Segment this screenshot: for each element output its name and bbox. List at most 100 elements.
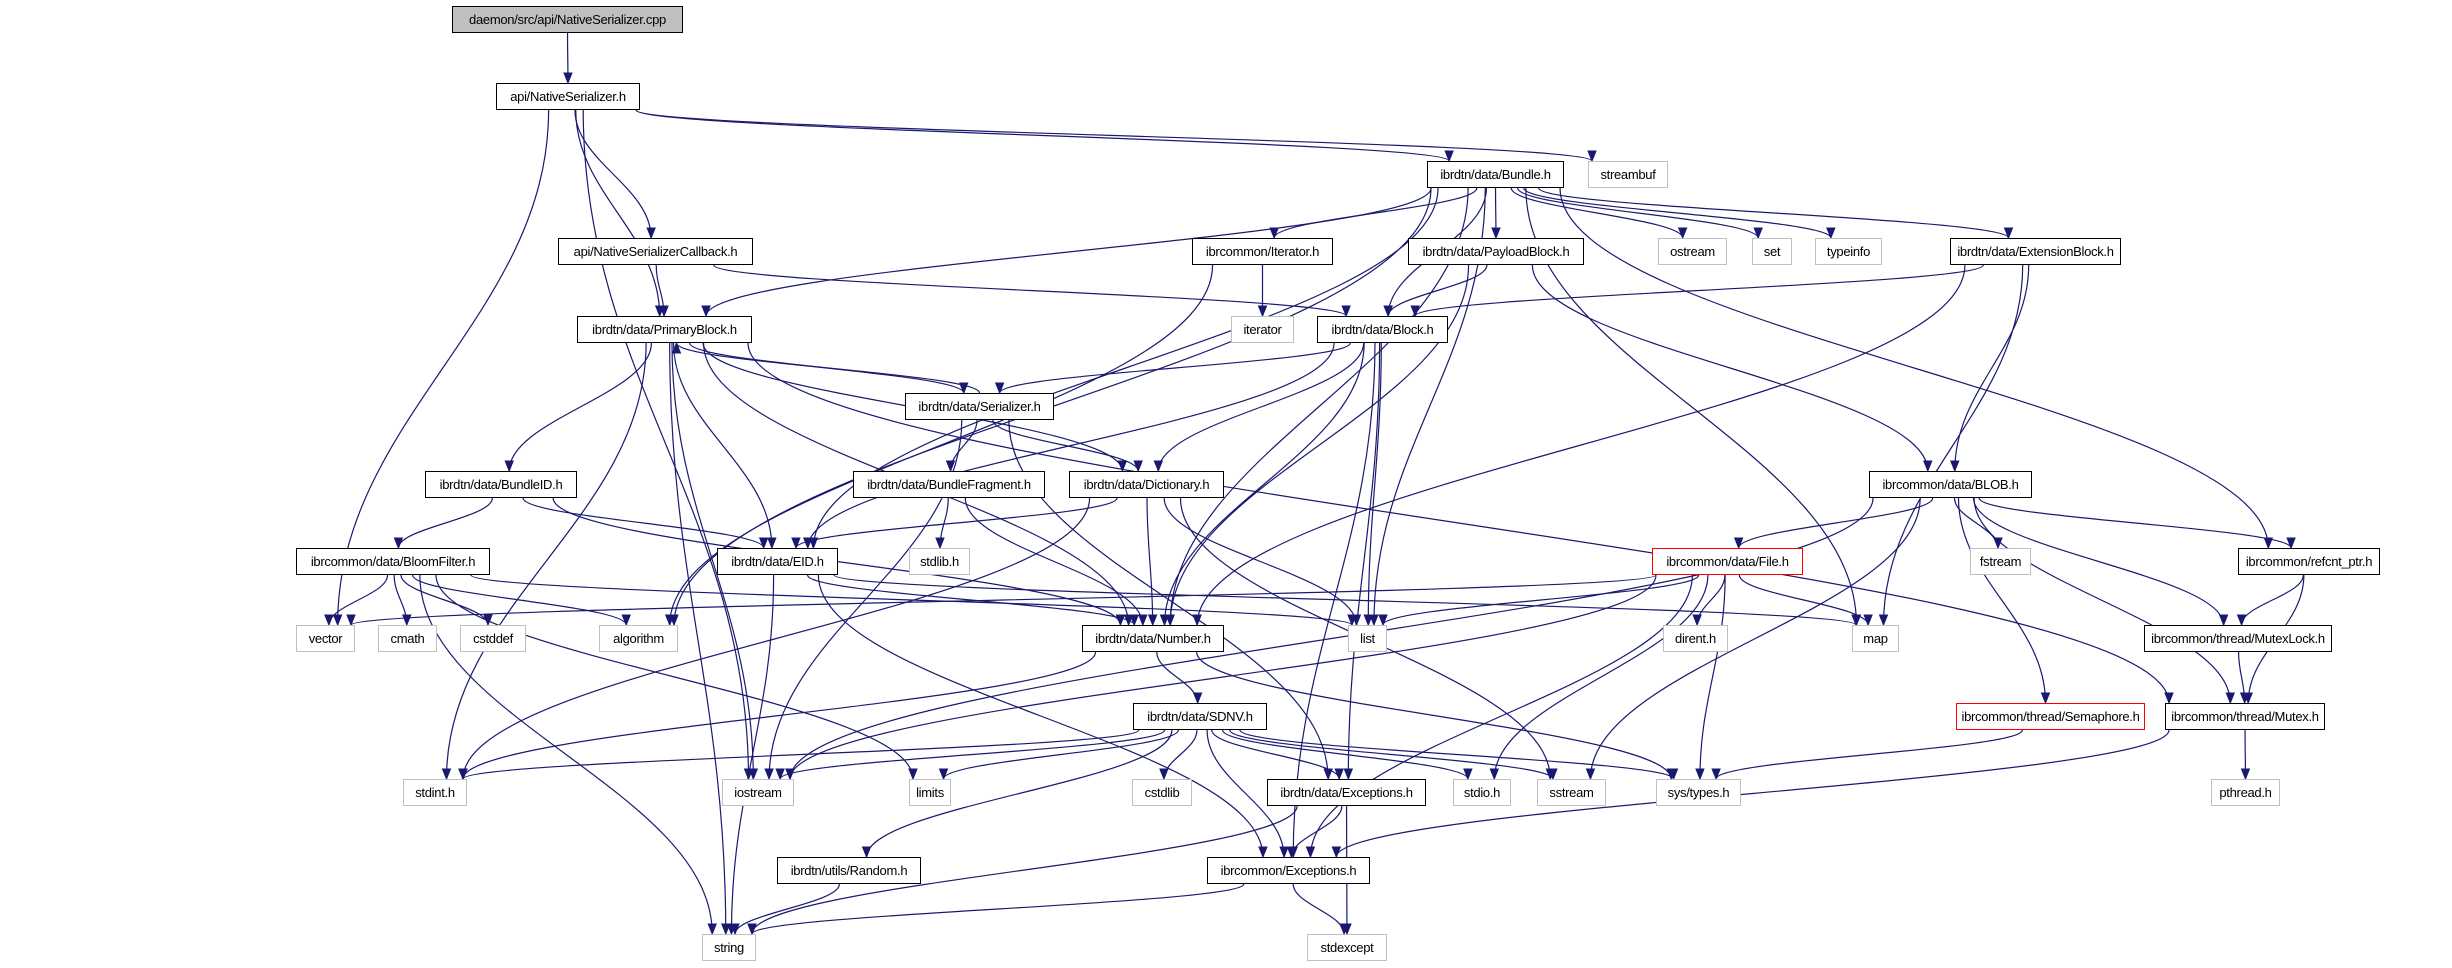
arrowhead-icon bbox=[945, 460, 956, 473]
edge-file-to-stdio bbox=[1493, 574, 1709, 780]
edge-blob-to-file bbox=[1738, 497, 1934, 549]
edge-extblock-to-block bbox=[1414, 264, 1984, 317]
edge-bundle-to-set bbox=[1517, 187, 1759, 239]
edge-blob-to-mutex bbox=[1973, 497, 2231, 704]
edge-primary-to-bundleid bbox=[508, 342, 653, 472]
node-sdnv[interactable]: ibrdtn/data/SDNV.h bbox=[1133, 703, 1267, 730]
edge-dexc-to-string bbox=[751, 805, 1298, 935]
edge-primary-to-eid bbox=[672, 342, 773, 549]
node-label: ibrdtn/data/Serializer.h bbox=[918, 399, 1041, 414]
node-label: api/NativeSerializerCallback.h bbox=[573, 244, 738, 259]
arrowhead-icon bbox=[1258, 846, 1268, 859]
node-primary[interactable]: ibrdtn/data/PrimaryBlock.h bbox=[577, 316, 752, 343]
node-eid[interactable]: ibrdtn/data/EID.h bbox=[717, 548, 838, 575]
node-nscb[interactable]: api/NativeSerializerCallback.h bbox=[558, 238, 753, 265]
edge-file-to-systypes bbox=[1699, 574, 1726, 780]
node-label: iterator bbox=[1243, 322, 1282, 337]
node-label: ibrdtn/data/BundleFragment.h bbox=[867, 477, 1031, 492]
edge-sdnv-to-stdio bbox=[1221, 729, 1469, 780]
arrowhead-icon bbox=[1491, 227, 1501, 240]
edge-semaphore-to-systypes bbox=[1715, 729, 2023, 780]
edge-block-to-eid bbox=[807, 342, 1335, 549]
node-label: cstdlib bbox=[1144, 785, 1180, 800]
node-label: set bbox=[1763, 244, 1781, 259]
node-bloom[interactable]: ibrcommon/data/BloomFilter.h bbox=[296, 548, 490, 575]
node-refcnt[interactable]: ibrcommon/refcnt_ptr.h bbox=[2238, 548, 2380, 575]
node-dexc[interactable]: ibrdtn/data/Exceptions.h bbox=[1267, 779, 1426, 806]
arrowhead-icon bbox=[504, 460, 514, 473]
edge-blob-to-mutexlock bbox=[1972, 497, 2225, 626]
node-iteratorh[interactable]: ibrcommon/Iterator.h bbox=[1192, 238, 1333, 265]
arrowhead-icon bbox=[767, 537, 777, 550]
arrowhead-icon bbox=[659, 305, 669, 318]
node-root[interactable]: daemon/src/api/NativeSerializer.cpp bbox=[452, 6, 683, 33]
edge-blob-to-semaphore bbox=[1957, 497, 2047, 704]
arrowhead-icon bbox=[2236, 614, 2247, 627]
node-stdlib: stdlib.h bbox=[909, 548, 970, 575]
node-cstddef: cstddef bbox=[460, 625, 526, 652]
arrowhead-icon bbox=[1257, 305, 1268, 318]
node-label: stdint.h bbox=[415, 785, 455, 800]
node-label: api/NativeSerializer.h bbox=[510, 89, 626, 104]
arrowhead-icon bbox=[747, 923, 757, 936]
edge-file-to-iostream bbox=[789, 574, 1657, 780]
node-bundle[interactable]: ibrdtn/data/Bundle.h bbox=[1427, 161, 1564, 188]
node-label: ibrcommon/data/BLOB.h bbox=[1882, 477, 2019, 492]
arrowhead-icon bbox=[730, 923, 740, 936]
edge-extblock-to-blob bbox=[1954, 264, 2030, 472]
node-random[interactable]: ibrdtn/utils/Random.h bbox=[777, 857, 921, 884]
edge-number-to-systypes bbox=[1196, 651, 1672, 780]
node-number[interactable]: ibrdtn/data/Number.h bbox=[1082, 625, 1224, 652]
node-cstdlib: cstdlib bbox=[1132, 779, 1192, 806]
node-label: ibrdtn/data/Block.h bbox=[1331, 322, 1434, 337]
node-label: fstream bbox=[1979, 554, 2022, 569]
edge-nscb-to-block bbox=[713, 264, 1347, 317]
node-label: ibrdtn/data/SDNV.h bbox=[1147, 709, 1253, 724]
node-string: string bbox=[702, 934, 756, 961]
node-map: map bbox=[1852, 625, 1899, 652]
node-bundleid[interactable]: ibrdtn/data/BundleID.h bbox=[425, 471, 577, 498]
node-semaphore[interactable]: ibrcommon/thread/Semaphore.h bbox=[1956, 703, 2145, 730]
edge-random-to-string bbox=[734, 883, 840, 935]
arrowhead-icon bbox=[1444, 150, 1454, 163]
node-label: list bbox=[1360, 631, 1375, 646]
edge-sdnv-to-limits bbox=[942, 729, 1179, 780]
node-label: ibrcommon/data/BloomFilter.h bbox=[310, 554, 476, 569]
node-ns-h[interactable]: api/NativeSerializer.h bbox=[496, 83, 640, 110]
arrowhead-icon bbox=[1117, 460, 1128, 473]
node-label: string bbox=[714, 940, 744, 955]
node-serializer[interactable]: ibrdtn/data/Serializer.h bbox=[905, 393, 1054, 420]
node-extblock[interactable]: ibrdtn/data/ExtensionBlock.h bbox=[1950, 238, 2121, 265]
node-block[interactable]: ibrdtn/data/Block.h bbox=[1317, 316, 1448, 343]
arrowhead-icon bbox=[563, 72, 573, 85]
node-label: ibrdtn/data/Dictionary.h bbox=[1083, 477, 1210, 492]
node-label: ibrcommon/thread/Semaphore.h bbox=[1961, 709, 2140, 724]
node-label: ibrcommon/Exceptions.h bbox=[1220, 863, 1357, 878]
arrowhead-icon bbox=[1378, 614, 1388, 627]
node-fragment[interactable]: ibrdtn/data/BundleFragment.h bbox=[853, 471, 1045, 498]
node-label: stdexcept bbox=[1320, 940, 1374, 955]
edge-eid-to-cexc bbox=[817, 574, 1264, 858]
edge-iteratorh-to-algorithm bbox=[669, 264, 1214, 626]
node-mutex[interactable]: ibrcommon/thread/Mutex.h bbox=[2165, 703, 2325, 730]
edge-sdnv-to-systypes bbox=[1239, 729, 1675, 780]
arrowhead-icon bbox=[1695, 768, 1705, 781]
node-payload[interactable]: ibrdtn/data/PayloadBlock.h bbox=[1408, 238, 1584, 265]
edge-payload-to-block bbox=[1387, 264, 1488, 317]
edge-serializer-to-dictionary bbox=[992, 419, 1139, 472]
edge-refcnt-to-mutexlock bbox=[2240, 574, 2304, 626]
edge-number-to-sdnv bbox=[1156, 651, 1199, 704]
node-file[interactable]: ibrcommon/data/File.h bbox=[1652, 548, 1803, 575]
node-cexc[interactable]: ibrcommon/Exceptions.h bbox=[1207, 857, 1370, 884]
arrowhead-icon bbox=[1334, 768, 1344, 781]
node-mutexlock[interactable]: ibrcommon/thread/MutexLock.h bbox=[2144, 625, 2332, 652]
arrowhead-icon bbox=[1347, 614, 1357, 627]
edge-primary-to-mutex bbox=[747, 342, 2170, 704]
node-label: ostream bbox=[1670, 244, 1715, 259]
node-label: ibrcommon/thread/MutexLock.h bbox=[2151, 631, 2325, 646]
node-blob[interactable]: ibrcommon/data/BLOB.h bbox=[1869, 471, 2032, 498]
node-label: ibrcommon/refcnt_ptr.h bbox=[2245, 554, 2373, 569]
arrowhead-icon bbox=[1339, 923, 1349, 936]
node-dictionary[interactable]: ibrdtn/data/Dictionary.h bbox=[1069, 471, 1224, 498]
node-label: ibrdtn/data/Number.h bbox=[1095, 631, 1211, 646]
